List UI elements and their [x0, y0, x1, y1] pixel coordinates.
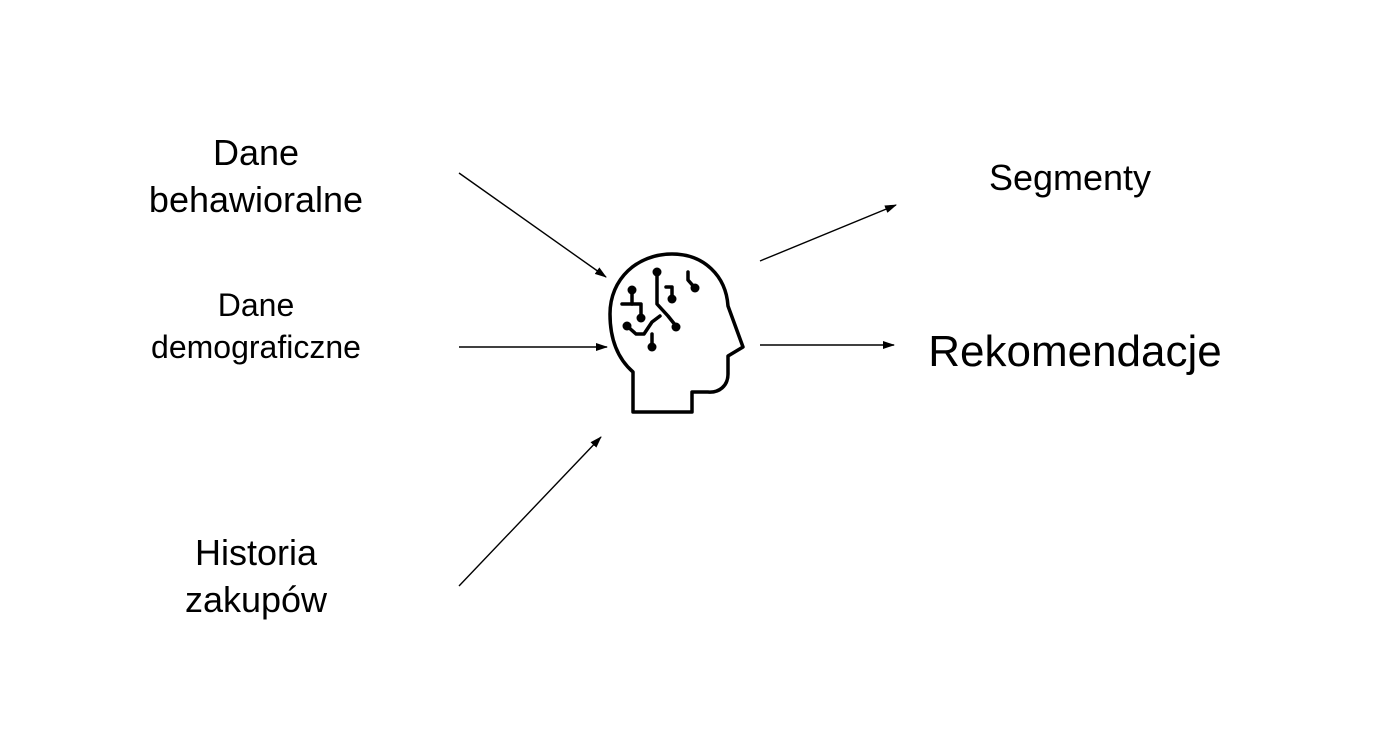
output-label-recommendations: Rekomendacje — [875, 323, 1275, 380]
arrow-behavioral-to-brain — [458, 172, 607, 278]
ai-brain-head-icon — [608, 252, 745, 414]
arrow-brain-to-segments — [759, 204, 897, 262]
output-label-segments: Segmenty — [910, 155, 1230, 202]
circuit-nodes — [622, 267, 700, 352]
input-label-behavioral-data: Dane behawioralne — [96, 130, 416, 224]
input-label-history-line1: Historia — [194, 532, 318, 573]
output-label-recommendations-text: Rekomendacje — [928, 327, 1222, 376]
input-label-behavioral-line2: behawioralne — [148, 178, 364, 220]
arrow-history-to-brain — [458, 436, 602, 587]
input-label-demographic-line1: Dane — [217, 287, 295, 323]
input-label-demographic-line2: demograficzne — [151, 328, 361, 365]
input-label-behavioral-line1: Dane — [212, 132, 300, 173]
input-label-demographic-data: Dane demograficzne — [96, 285, 416, 368]
input-label-purchase-history: Historia zakupów — [96, 530, 416, 624]
input-label-history-line2: zakupów — [184, 578, 328, 620]
output-label-segments-text: Segmenty — [988, 157, 1152, 198]
